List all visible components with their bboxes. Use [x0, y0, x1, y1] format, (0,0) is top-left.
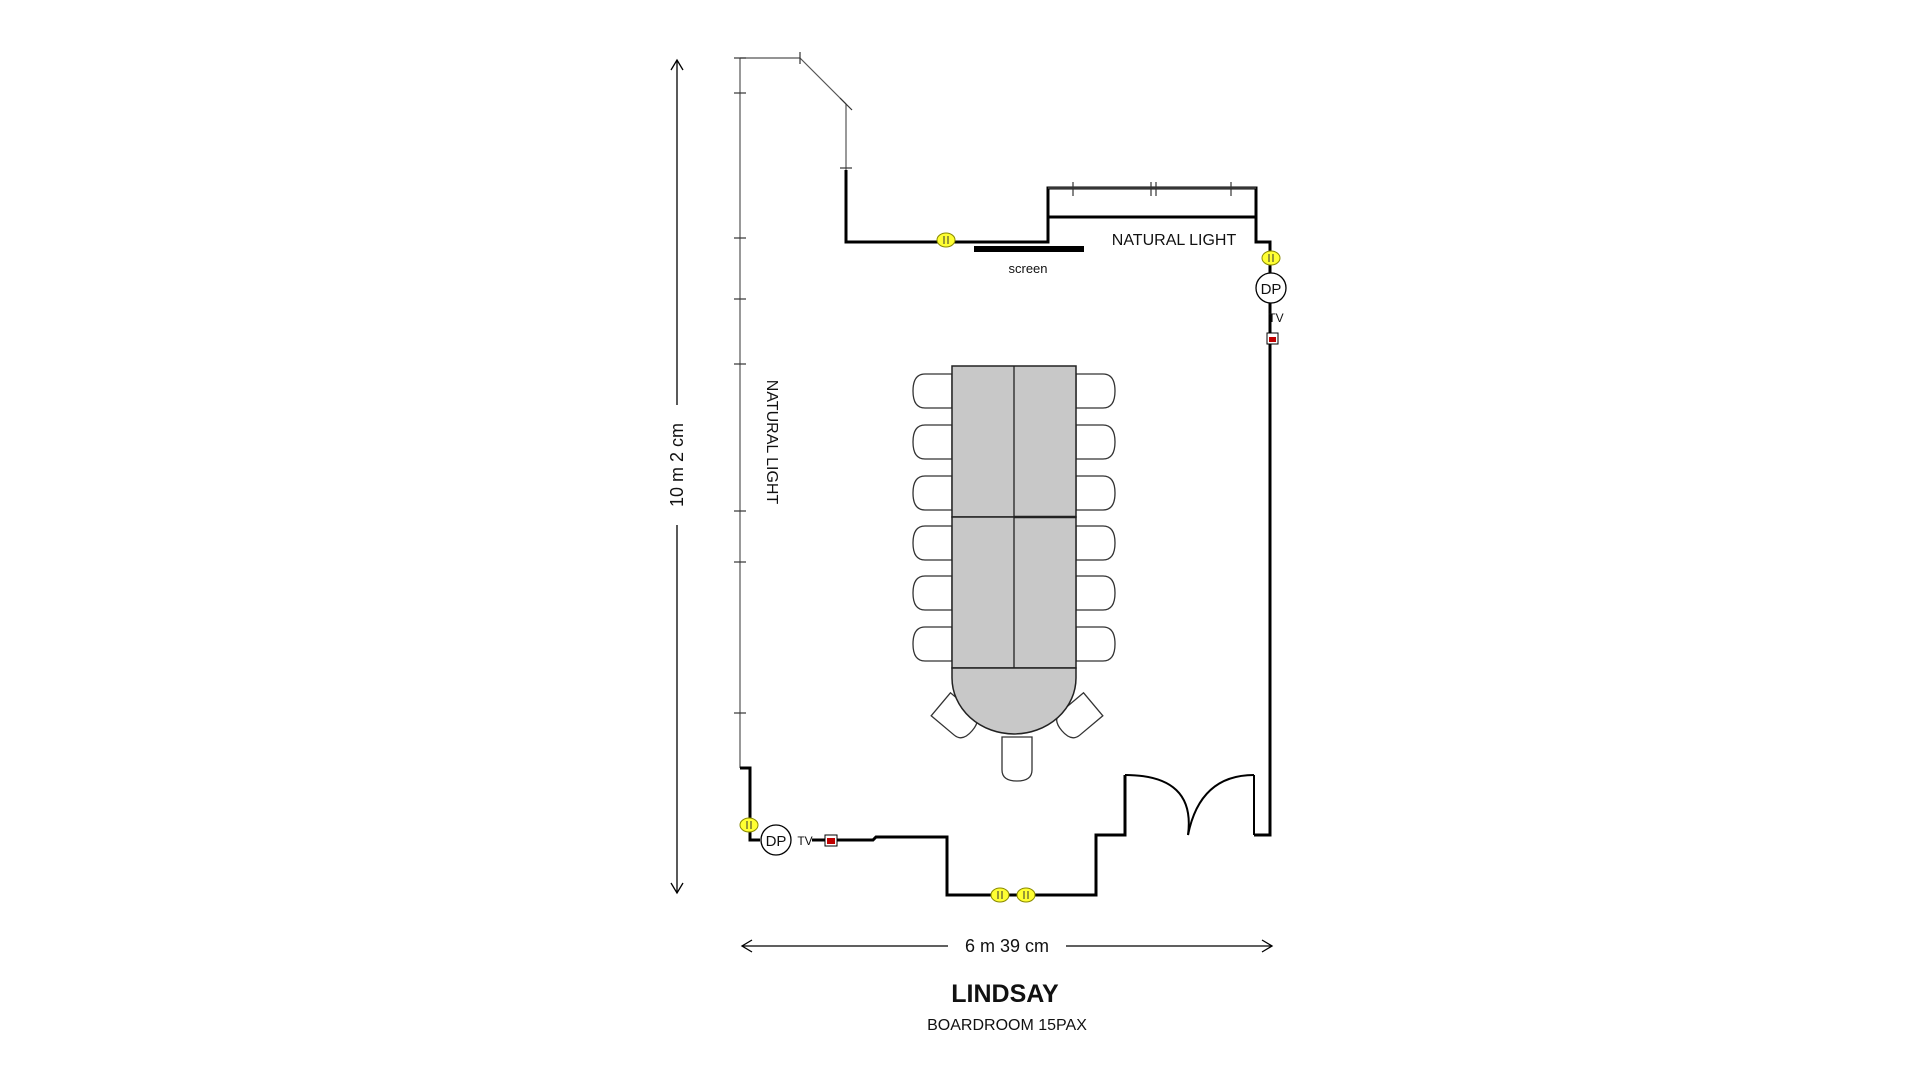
tv-icon [824, 834, 838, 847]
dp-bottom-label: DP [766, 833, 787, 850]
tv-right-label: TV [1268, 311, 1283, 325]
height-dimension-label: 10 m 2 cm [667, 423, 687, 507]
window-ticks [734, 52, 853, 714]
data-point-icon [1255, 272, 1287, 304]
top-inner-wall [1048, 215, 1258, 242]
bottom-left-wall [740, 766, 1127, 897]
natural-light-top-label: NATURAL LIGHT [1112, 232, 1237, 249]
natural-light-left-label: NATURAL LIGHT [763, 380, 780, 505]
tv-bottom-label: TV [797, 834, 812, 848]
width-dimension-label: 6 m 39 cm [965, 936, 1049, 956]
power-outlet-icon [936, 232, 956, 248]
chairs-right [1075, 373, 1116, 662]
screen-label: screen [1008, 261, 1047, 276]
boardroom-table [951, 365, 1077, 735]
power-outlet-icon [1261, 250, 1281, 266]
dp-right-label: DP [1261, 281, 1282, 298]
width-dimension [740, 939, 1274, 953]
power-outlet-icon [1016, 887, 1036, 903]
tv-icon [1266, 332, 1279, 345]
data-point-icon [760, 824, 792, 856]
height-dimension [670, 58, 684, 895]
room-name: LINDSAY [951, 980, 1059, 1008]
power-outlet-icon [990, 887, 1010, 903]
room-subtitle: BOARDROOM 15PAX [927, 1017, 1087, 1034]
projection-screen [974, 246, 1084, 252]
power-outlet-icon [739, 817, 759, 833]
double-door [1124, 774, 1255, 836]
chairs-left [912, 373, 953, 662]
left-window-wall [739, 57, 847, 768]
top-window-ticks [1048, 182, 1256, 196]
